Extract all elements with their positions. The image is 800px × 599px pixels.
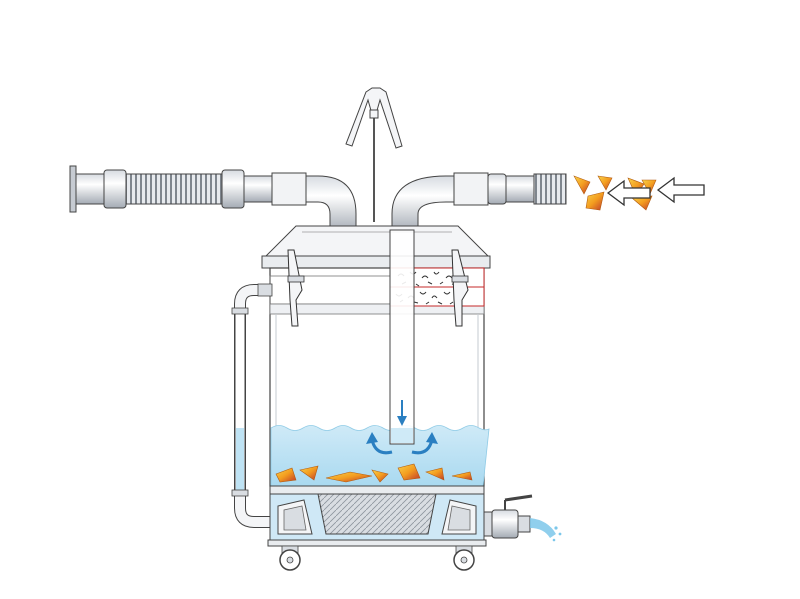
right-hose-coupling xyxy=(453,172,489,206)
right-hose-corrugated xyxy=(533,173,567,205)
right-hose-collar xyxy=(487,173,507,205)
clamp-icon[interactable] xyxy=(451,249,469,327)
caster-wheel-icon xyxy=(453,545,475,571)
chip xyxy=(451,471,473,481)
left-hose-cuff xyxy=(75,173,107,205)
left-hose-collar-2 xyxy=(221,169,245,209)
right-hose xyxy=(391,172,567,233)
level-sight-tube xyxy=(231,283,273,528)
left-hose-corrugated xyxy=(125,173,223,205)
ball-valve-icon[interactable] xyxy=(483,494,533,539)
chip xyxy=(641,179,657,195)
right-hose-pipe xyxy=(505,175,535,203)
flow-arrows xyxy=(366,400,438,455)
left-hose xyxy=(69,165,357,233)
wall-flange xyxy=(69,165,77,213)
chip xyxy=(371,469,389,483)
left-hose-pipe xyxy=(243,175,275,203)
tank-lid xyxy=(261,225,491,269)
valve-handle[interactable] xyxy=(504,494,533,502)
curved-arrow-icon xyxy=(426,432,438,444)
handle-grip-icon[interactable] xyxy=(345,87,403,149)
right-elbow-pipe xyxy=(391,175,461,233)
chip xyxy=(299,465,319,481)
chip xyxy=(325,471,373,483)
chip xyxy=(275,467,297,483)
drain-stream xyxy=(530,518,562,542)
left-elbow-pipe xyxy=(305,175,357,233)
clamp-icon[interactable] xyxy=(287,249,305,327)
sump-base xyxy=(267,485,487,547)
chip xyxy=(425,467,445,481)
left-hose-collar xyxy=(103,169,127,209)
chip xyxy=(397,463,421,481)
arrow-left-icon xyxy=(656,176,705,204)
settled-chips xyxy=(275,463,473,483)
curved-arrow-icon xyxy=(366,432,378,444)
chip xyxy=(573,175,591,195)
incoming-material xyxy=(573,175,705,211)
left-hose-coupling xyxy=(271,172,307,206)
caster-wheel-icon xyxy=(279,545,301,571)
chip xyxy=(597,175,613,191)
arrow-left-icon xyxy=(606,179,651,207)
arrow-down-icon xyxy=(397,416,407,426)
chip xyxy=(585,191,605,211)
lid-handle[interactable] xyxy=(345,87,403,222)
